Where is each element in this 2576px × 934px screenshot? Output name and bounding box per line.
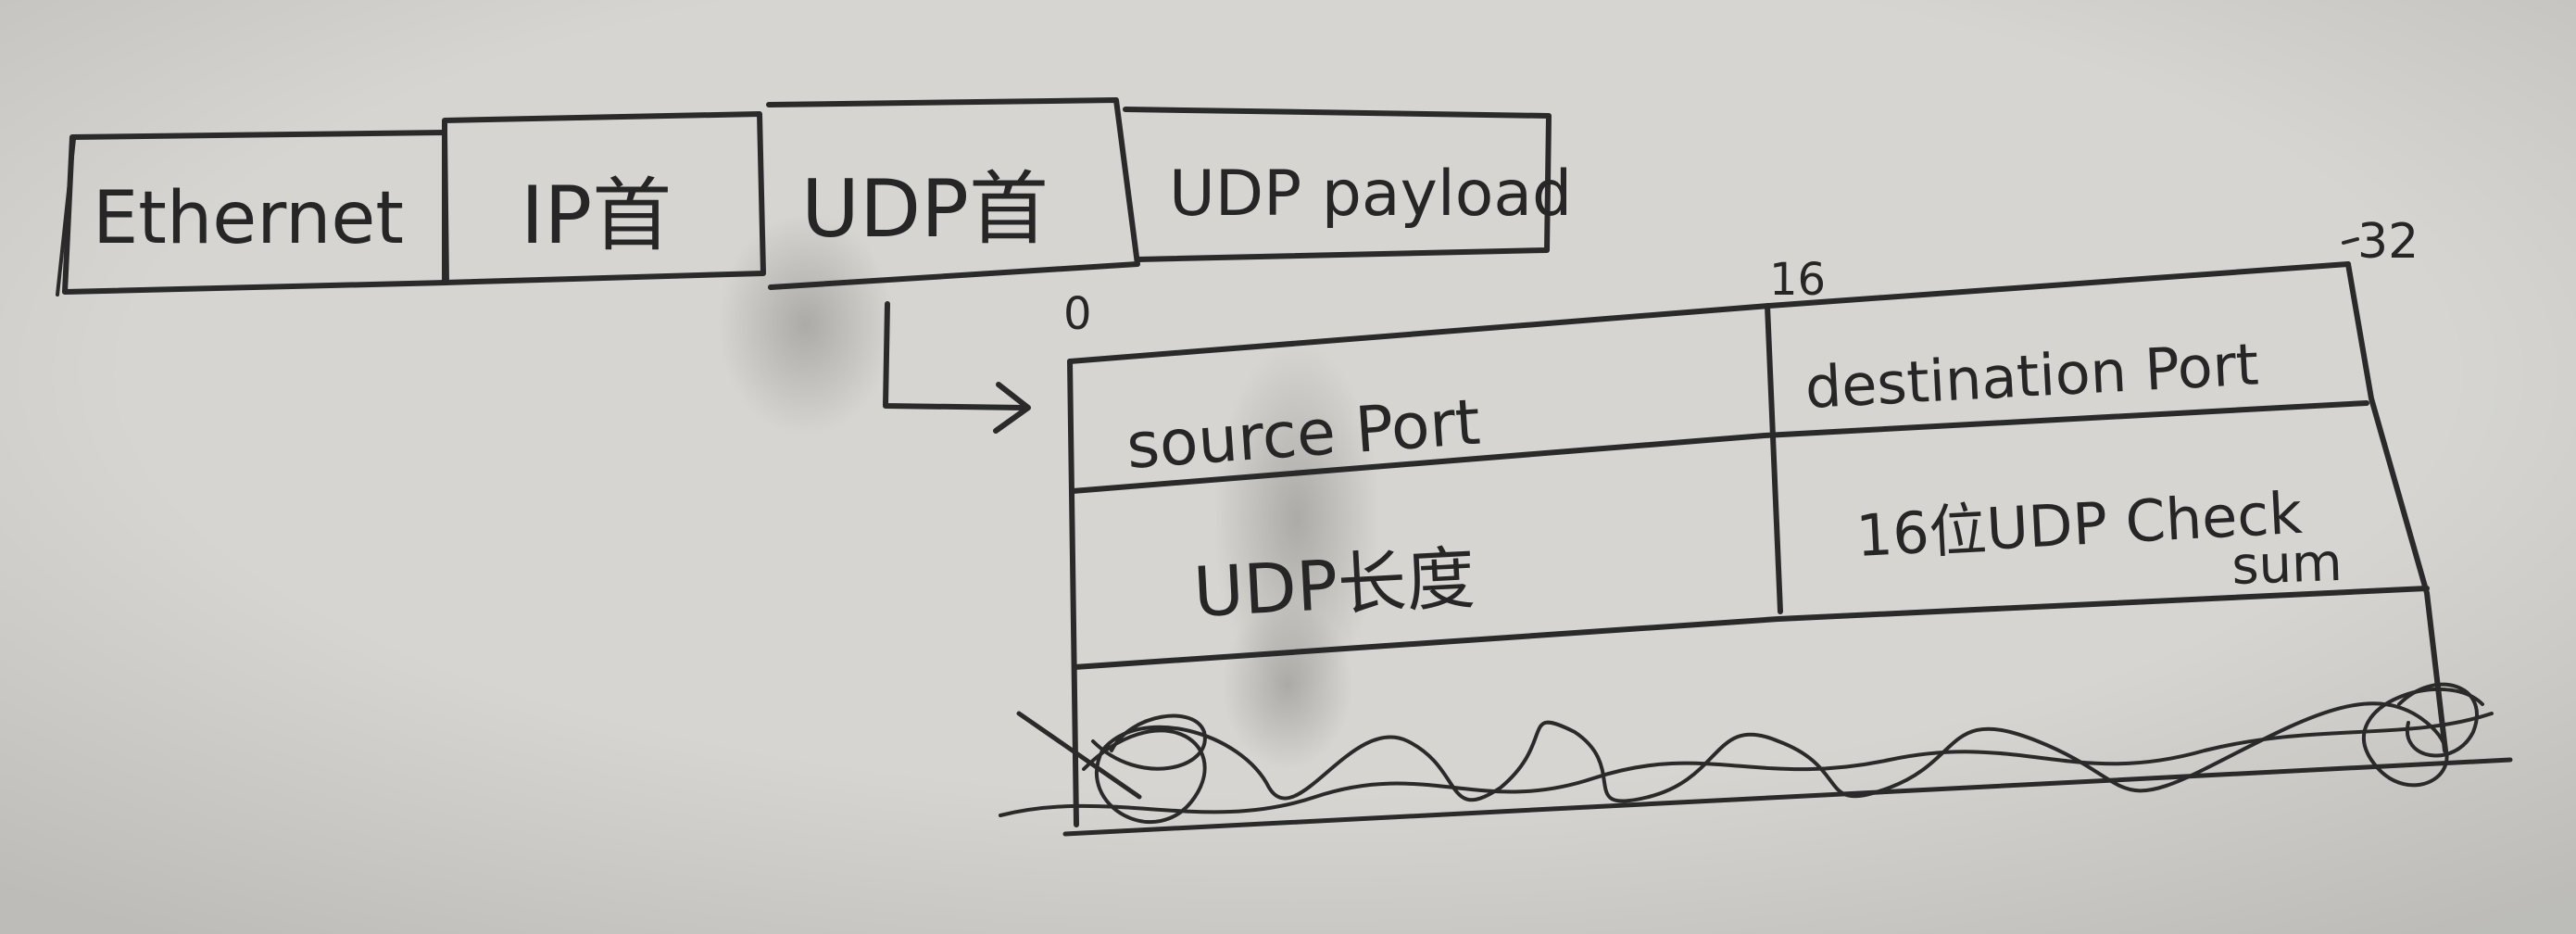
bit-marker-32: 32 (2357, 214, 2419, 270)
udp-header-label: UDP首 (801, 163, 1049, 256)
udp-payload-box: UDP payload (1123, 107, 1572, 262)
expand-arrow (883, 301, 1031, 434)
udp-length-field: UDP长度 (1191, 538, 1476, 633)
bit-marker-0: 0 (1063, 288, 1092, 340)
ip-header-box: IP首 (442, 111, 766, 285)
ethernet-label: Ethernet (93, 177, 404, 260)
bit-marker-16: 16 (1769, 254, 1826, 306)
udp-payload-label: UDP payload (1169, 158, 1572, 231)
checksum-field-line2: sum (2230, 533, 2343, 597)
packet-layout-strip: Ethernet IP首 UDP首 UDP payload (56, 97, 1572, 297)
graphite-smudges (718, 213, 1380, 769)
scribble-out (999, 682, 2513, 837)
udp-header-box: UDP首 (766, 97, 1140, 290)
bit-markers: 0 16 32 (1063, 214, 2419, 340)
ip-header-label: IP首 (521, 170, 672, 262)
